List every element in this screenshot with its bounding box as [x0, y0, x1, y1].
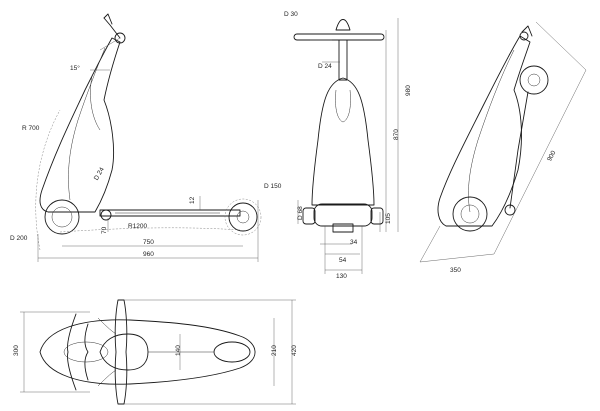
- folded-dim-tick: [419, 225, 441, 263]
- folded-front-hub: [460, 204, 480, 224]
- folded-rear-hub: [527, 73, 541, 87]
- side-rear-clearance: [224, 198, 262, 236]
- top-rear-wheel: [213, 341, 251, 363]
- front-54-label: 54: [339, 257, 347, 264]
- top-center-pod: [99, 333, 149, 371]
- folded-handle-grip: [519, 31, 529, 41]
- top-fairing-lip-b: [97, 369, 117, 387]
- front-handle-cap: [335, 19, 351, 31]
- side-length-label: 960: [143, 251, 154, 258]
- front-low-label: 105: [385, 213, 392, 224]
- side-wheelbase-label: 750: [143, 239, 154, 246]
- side-arc-label: R1200: [128, 223, 148, 230]
- folded-height-label: 900: [546, 149, 557, 162]
- side-rear-hub: [236, 210, 250, 224]
- front-body: [311, 77, 375, 206]
- side-angle-line: [99, 37, 121, 51]
- front-hub-block: [313, 203, 373, 227]
- front-view: D 30 D 24 D 68 870 980 105 34 54 130: [284, 11, 412, 280]
- front-hub-left: [302, 207, 316, 225]
- folded-rear-wheel: [519, 65, 549, 95]
- side-clearance-label: 70: [101, 226, 108, 234]
- front-34-label: 34: [350, 239, 358, 246]
- side-body-panel: [90, 75, 101, 131]
- side-joint: [100, 209, 112, 221]
- folded-body-shell: [437, 35, 531, 227]
- folded-dim-350: [419, 253, 495, 263]
- side-handle-stem: [103, 17, 121, 39]
- front-total-height-label: 980: [405, 85, 412, 96]
- folded-dim-top: [535, 21, 587, 71]
- side-front-hub: [51, 206, 73, 228]
- side-radius-arc: [35, 109, 61, 251]
- side-handle-grip: [114, 32, 126, 44]
- top-side-label: 210: [271, 345, 278, 356]
- front-stem: [338, 39, 348, 81]
- front-stem-label: D 24: [318, 63, 332, 70]
- side-body-shell: [39, 37, 121, 213]
- front-handle-label: D 30: [284, 11, 298, 18]
- folded-front-wheel: [452, 196, 488, 232]
- front-handlebar: [293, 33, 385, 41]
- top-front-hub: [63, 341, 109, 363]
- front-hub-right: [370, 207, 384, 225]
- front-130-label: 130: [336, 273, 347, 280]
- side-front-wheel: [44, 199, 80, 235]
- folded-view: 900 350: [419, 21, 587, 274]
- front-hub-label: D 68: [297, 206, 304, 220]
- top-view: 300 140 210 420: [13, 299, 298, 405]
- top-total-label: 420: [291, 345, 298, 356]
- folded-deck: [509, 91, 529, 209]
- top-width-label: 300: [13, 345, 20, 356]
- front-height-label: 870: [393, 129, 400, 140]
- top-body: [39, 319, 256, 385]
- top-inner-label: 140: [175, 345, 182, 356]
- side-height-label: 12: [189, 196, 196, 204]
- side-deck: [99, 209, 241, 217]
- front-body-crease: [335, 89, 351, 123]
- folded-crease: [468, 49, 515, 213]
- side-rear-wheel-label: D 150: [264, 183, 282, 190]
- folded-joint: [504, 204, 516, 216]
- front-wheel-bottom: [332, 223, 354, 233]
- top-fairing-inner: [84, 323, 89, 381]
- top-handlebar: [114, 299, 128, 405]
- folded-handle-tip: [521, 25, 533, 37]
- folded-dim-900: [493, 69, 587, 255]
- side-body-crease: [68, 47, 106, 201]
- side-wheel-label: D 200: [10, 235, 28, 242]
- side-radius-label: R 700: [22, 125, 40, 132]
- folded-depth-label: 350: [450, 267, 461, 274]
- top-fairing-lip-a: [97, 317, 117, 335]
- side-tube-label: D 24: [93, 166, 106, 182]
- side-handle-tip: [103, 13, 113, 25]
- side-view: 15° R 700 D 200 D 24 R1200 70 12 D 150 7…: [10, 13, 282, 262]
- side-rear-wheel: [228, 202, 258, 232]
- top-fairing-front: [67, 313, 77, 391]
- side-angle-label: 15°: [70, 64, 80, 72]
- side-r1200-arc: [59, 227, 241, 233]
